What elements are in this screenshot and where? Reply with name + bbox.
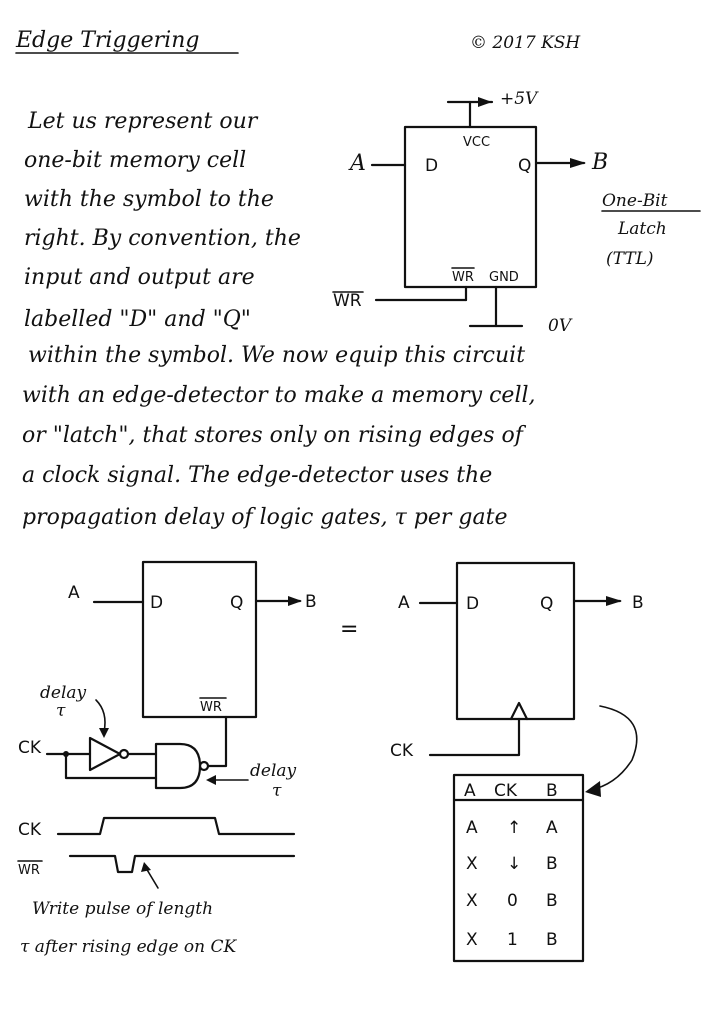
ground-label: 0V	[548, 316, 573, 336]
delay-pointer-line	[95, 699, 106, 733]
inverter-bubble	[118, 748, 130, 760]
output-arrow-icon	[570, 158, 586, 168]
truth-table-header: CK	[494, 781, 518, 801]
body-line: or "latch", that stores only on rising e…	[22, 423, 527, 448]
vcc-pin-label: VCC	[463, 135, 490, 150]
equivalent-q-pin: Q	[540, 594, 553, 614]
intro-paragraph: Let us represent our one-bit memory cell…	[24, 109, 301, 332]
delay-tau-gate: τ	[272, 781, 282, 801]
truth-table: A CK B A ↑ A X ↓ B X 0 B X 1 B	[452, 773, 585, 963]
equals-sign: =	[340, 617, 358, 642]
equivalent-latch-box	[455, 561, 576, 721]
latch-input-signal: A	[348, 151, 366, 176]
and-gate-symbol	[154, 742, 202, 790]
body-paragraph: within the symbol. We now equip this cir…	[22, 343, 536, 530]
latch-symbol: +5V VCC A D Q B WR GND WR 0V One-Bit Lat…	[332, 89, 701, 336]
timing-note-line: Write pulse of length	[32, 899, 213, 919]
vcc-arrow-icon	[478, 97, 492, 107]
timing-wr-label: WR	[18, 863, 40, 878]
latch-output-signal: B	[591, 150, 608, 175]
truth-table-cell: B	[546, 854, 558, 874]
latch-caption-line: One-Bit	[602, 191, 668, 211]
truth-table-cell: ↓	[507, 854, 521, 874]
intro-line: with the symbol to the	[24, 187, 274, 212]
delay-pointer-arrow-icon	[99, 728, 109, 738]
intro-line: one-bit memory cell	[24, 148, 246, 173]
truth-table-cell: 1	[507, 930, 518, 950]
intro-line: right. By convention, the	[24, 226, 301, 251]
latch-wr-signal: WR	[333, 291, 362, 311]
latch-wr-pin: WR	[452, 270, 474, 285]
vcc-supply-label: +5V	[500, 89, 539, 109]
latch-caption-line: (TTL)	[606, 249, 654, 269]
body-line: with an edge-detector to make a memory c…	[22, 383, 536, 408]
intro-line: input and output are	[24, 265, 255, 290]
timing-diagram: CK WR Write pulse of length τ after risi…	[17, 816, 296, 957]
equivalent-clock-label: CK	[390, 741, 414, 761]
body-line: propagation delay of logic gates, τ per …	[22, 505, 507, 530]
table-pointer-arrow-icon	[585, 781, 601, 797]
latch-caption-line: Latch	[617, 219, 667, 239]
truth-table-cell: B	[546, 930, 558, 950]
gate-bubble	[198, 760, 210, 772]
delay-label-gate: delay	[250, 761, 297, 781]
truth-table-cell: A	[466, 818, 478, 838]
truth-table-cell: X	[466, 891, 478, 911]
equivalent-output-arrow-icon	[606, 596, 622, 606]
clock-edge-triangle-icon	[509, 701, 529, 721]
gate-delay-arrow-icon	[206, 775, 216, 785]
latch-box	[403, 125, 538, 289]
latch-gnd-pin: GND	[489, 270, 519, 285]
equivalent-latch: A D Q B CK	[390, 561, 644, 797]
pulse-pointer-arrow-icon	[141, 862, 151, 872]
gate-to-wr-wire	[206, 715, 228, 768]
truth-table-header: A	[464, 781, 476, 801]
equivalent-input-label: A	[398, 593, 410, 613]
latch-d-pin: D	[425, 156, 438, 176]
circuit-d-pin: D	[150, 593, 163, 613]
equivalent-output-label: B	[632, 593, 644, 613]
truth-table-cell: 0	[507, 891, 518, 911]
delay-label-inverter: delay	[40, 683, 87, 703]
circuit-clock-label: CK	[18, 738, 42, 758]
truth-table-cell: B	[546, 891, 558, 911]
wr-waveform	[68, 854, 296, 874]
body-line: a clock signal. The edge-detector uses t…	[22, 463, 492, 488]
ck-waveform	[56, 816, 296, 836]
truth-table-frame	[452, 773, 585, 963]
circuit-q-pin: Q	[230, 593, 243, 613]
table-pointer-curve	[589, 705, 638, 791]
truth-table-cell: X	[466, 854, 478, 874]
circuit-input-label: A	[68, 583, 80, 603]
timing-ck-label: CK	[18, 820, 42, 840]
latch-q-pin: Q	[518, 156, 531, 176]
intro-line: labelled "D" and "Q"	[24, 307, 251, 332]
circuit-latch-box	[141, 560, 258, 719]
pulse-pointer-line	[145, 867, 159, 889]
intro-line: Let us represent our	[27, 109, 259, 134]
circuit-output-arrow-icon	[288, 596, 302, 606]
delay-tau-inverter: τ	[56, 701, 66, 721]
edge-detector-circuit: A D Q B WR CK delay τ delay τ =	[18, 560, 358, 801]
circuit-wr-pin: WR	[200, 700, 222, 715]
truth-table-cell: ↑	[507, 818, 521, 838]
equivalent-clock-wire	[428, 717, 521, 757]
timing-note-line: τ after rising edge on CK	[20, 937, 238, 957]
copyright-text: © 2017 KSH	[470, 33, 581, 53]
page-title: Edge Triggering	[15, 28, 199, 53]
body-line: within the symbol. We now equip this cir…	[28, 343, 525, 368]
inverter-symbol	[88, 736, 122, 772]
truth-table-cell: X	[466, 930, 478, 950]
truth-table-header: B	[546, 781, 558, 801]
equivalent-d-pin: D	[466, 594, 479, 614]
truth-table-cell: A	[546, 818, 558, 838]
clock-branch-wire	[64, 752, 158, 780]
circuit-output-label: B	[305, 592, 317, 612]
